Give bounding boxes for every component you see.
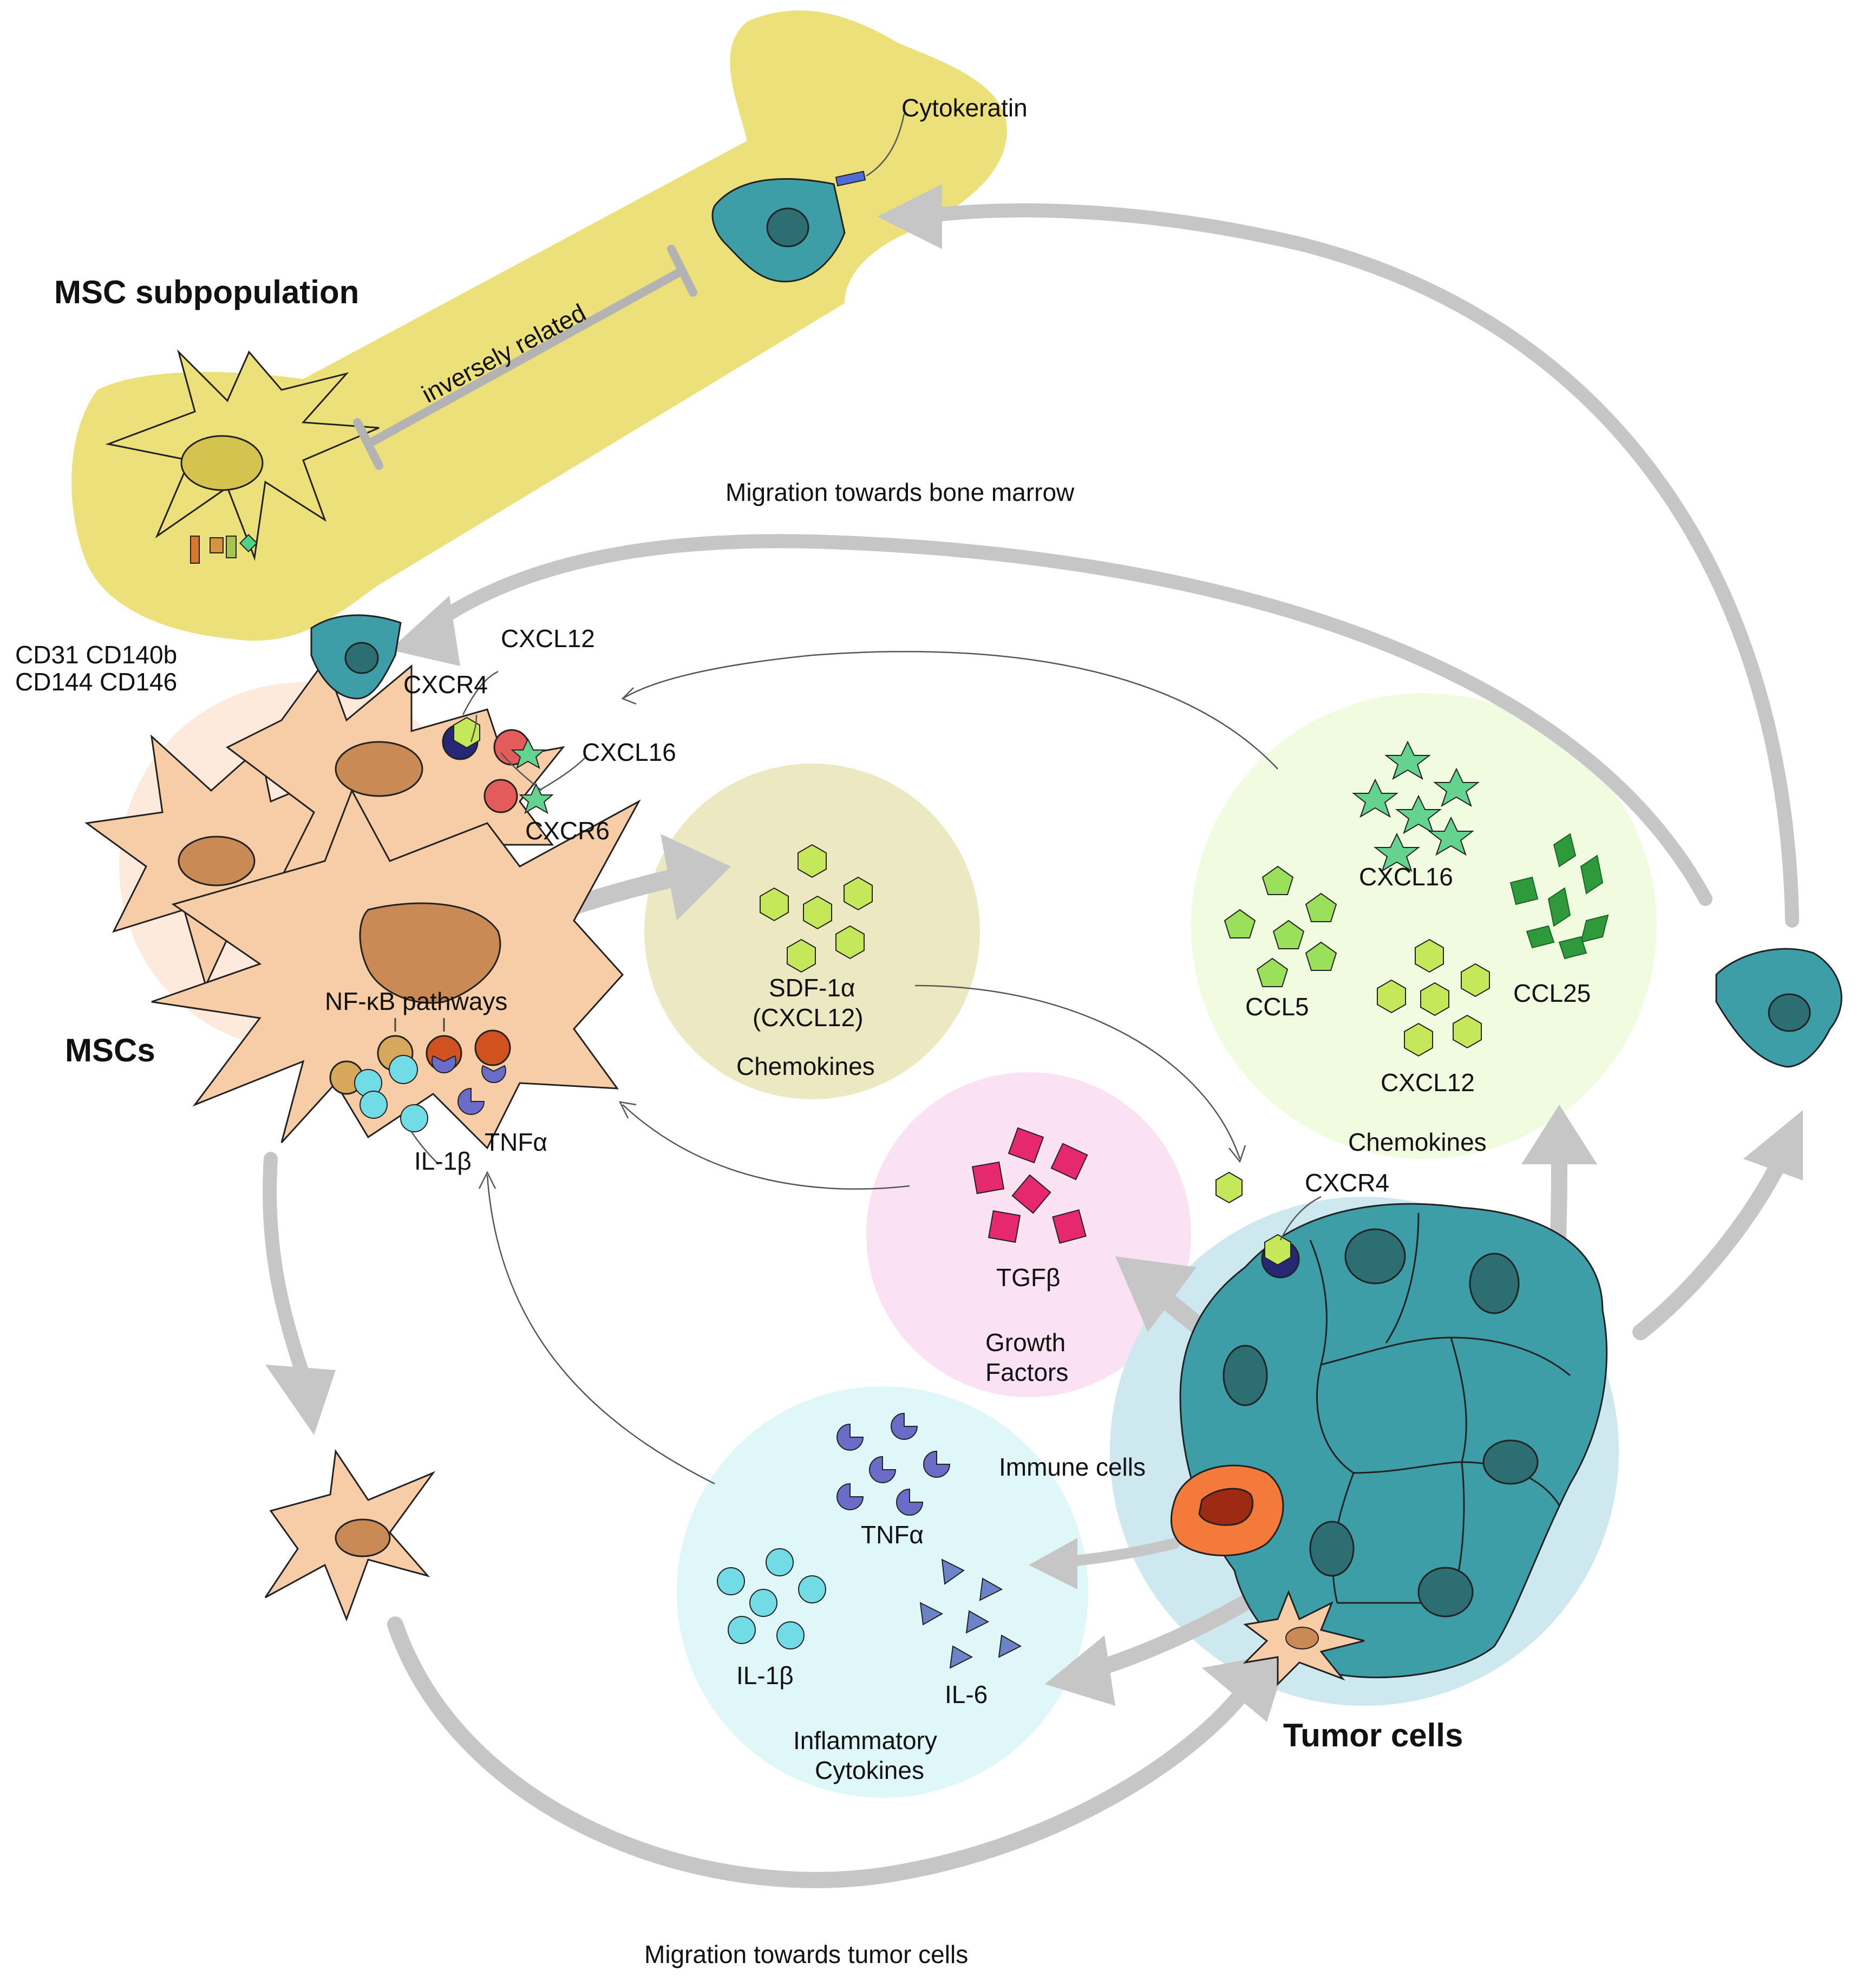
sdf1a-label-line1: SDF-1α [769,974,855,1002]
tgfb-squares [971,1127,1088,1244]
growth-factors-line1: Growth [985,1328,1066,1357]
cytokeratin-label: Cytokeratin [901,94,1028,122]
sdf1a-label-line2: (CXCL12) [753,1003,864,1032]
cxcr6-label: CXCR6 [525,817,610,845]
teal-cell-right [1715,948,1842,1068]
inflammatory-label-line2: Cytokines [815,1756,924,1784]
il1b-msc-label: IL-1β [414,1147,472,1175]
ccl5-label: CCL5 [1245,993,1309,1021]
cxcl16-stars [1352,740,1480,872]
inflammatory-cytokines-circle [677,1386,1088,1798]
chemokines-sdf-label: Chemokines [736,1052,875,1080]
chemokines-right-label: Chemokines [1348,1128,1487,1156]
cd144-marker-icon [226,536,237,558]
tumor-cells-title: Tumor cells [1283,1717,1463,1753]
growth-factors-line2: Factors [985,1358,1068,1386]
cxcl12-top-label: CXCL12 [501,624,595,653]
cd146-marker-icon [239,534,258,552]
ccl5-pentagons [1224,865,1337,987]
cxcl16-star-icon [511,738,546,769]
tnfa-inflam-label: TNFα [861,1521,924,1549]
cxcl12-hexagon-icon [453,716,480,749]
cxcr4-tumor-label: CXCR4 [1305,1169,1389,1197]
inflammatory-label-line1: Inflammatory [793,1726,937,1755]
growth-factors-circle [866,1072,1191,1397]
mscs-title: MSCs [65,1032,155,1068]
cd-markers-line2: CD144 CD146 [15,668,177,696]
msc-cluster [84,658,641,1150]
il1b-inflam-label: IL-1β [736,1661,794,1690]
teal-cell-bone [711,171,866,283]
tgfb-label: TGFβ [996,1263,1060,1292]
immune-cells-label: Immune cells [999,1453,1146,1481]
tnfa-msc-label: TNFα [485,1128,547,1156]
cd140b-marker-icon [210,537,224,553]
tumor-cluster [1170,1171,1607,1686]
il1b-molecules [717,1548,826,1649]
cxcl12-right-label: CXCL12 [1381,1068,1475,1097]
ccl25-leaves [1509,833,1609,960]
nfkb-label: NF-κB pathways [325,987,507,1015]
il6-label: IL-6 [945,1680,988,1708]
cd31-marker-icon [190,536,200,564]
migration-bone-marrow-label: Migration towards bone marrow [725,478,1075,506]
cxcr6-receptor-icon [483,779,518,813]
tnfa-pacman-icon [457,1087,485,1115]
inversely-related-inhibition [353,245,697,470]
msc-subpopulation-title: MSC subpopulation [54,274,359,310]
migration-tumor-cells-label: Migration towards tumor cells [644,1940,968,1968]
sdf1a-circle [644,764,980,1099]
teal-cell-msc [310,614,402,700]
ccl25-label: CCL25 [1513,979,1591,1007]
migrating-msc-cell [264,1449,436,1622]
cytokeratin-marker-icon [835,171,866,187]
il6-triangles [919,1558,1022,1669]
tnfa-molecules [836,1412,951,1516]
cxcl16-top-label: CXCL16 [582,738,676,766]
sdf1a-molecules [760,844,873,973]
il1b-circle-icon [359,1091,388,1119]
immune-cell [1170,1464,1284,1556]
cxcr4-top-label: CXCR4 [403,670,488,699]
msc-subpopulation-cell [105,349,380,564]
chemokine-circle [1191,693,1657,1159]
cxcl12-right-hexagons [1377,938,1490,1057]
cd-markers-line1: CD31 CD140b [15,641,177,669]
cxcl16-right-label: CXCL16 [1359,863,1453,891]
